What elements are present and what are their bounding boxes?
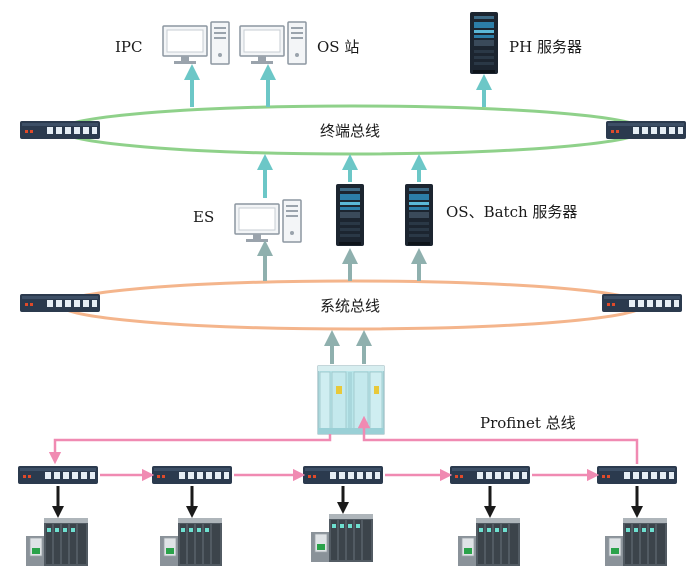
profinet-link-controller-to-switch-1 — [48, 434, 332, 465]
system-bus-switch-left — [20, 294, 100, 312]
field-switch-2 — [152, 466, 232, 484]
io-module-icon-5 — [604, 517, 668, 567]
profinet-bus-label: Profinet 总线 — [480, 414, 576, 432]
io-module-icon-1 — [25, 517, 89, 567]
io-module-icon-2 — [159, 517, 223, 567]
ph-server-icon — [470, 12, 498, 74]
os-server-icon — [336, 184, 364, 246]
field-switch-3 — [303, 466, 383, 484]
terminal-bus-label: 终端总线 — [320, 122, 380, 140]
batch-server-icon — [405, 184, 433, 246]
ipc-computer-icon — [162, 21, 230, 65]
field-switch-5 — [597, 466, 677, 484]
field-switch-4 — [450, 466, 530, 484]
field-switch-1 — [18, 466, 98, 484]
profinet-link-switch-5-to-controller — [357, 415, 639, 464]
es-computer-icon — [234, 199, 302, 243]
ipc-label: IPC — [115, 38, 143, 56]
os-station-computer-icon — [239, 21, 307, 65]
os-batch-server-label: OS、Batch 服务器 — [446, 203, 577, 221]
terminal-bus-switch-left — [20, 121, 100, 139]
es-label: ES — [193, 208, 214, 226]
system-bus-label: 系统总线 — [320, 297, 380, 315]
os-station-label: OS 站 — [317, 38, 359, 56]
system-bus-switch-right — [602, 294, 682, 312]
io-module-icon-4 — [457, 517, 521, 567]
io-module-icon-3 — [310, 513, 374, 563]
plc-controller-icon — [317, 365, 385, 435]
ph-server-label: PH 服务器 — [509, 38, 582, 56]
terminal-bus-switch-right — [606, 121, 686, 139]
